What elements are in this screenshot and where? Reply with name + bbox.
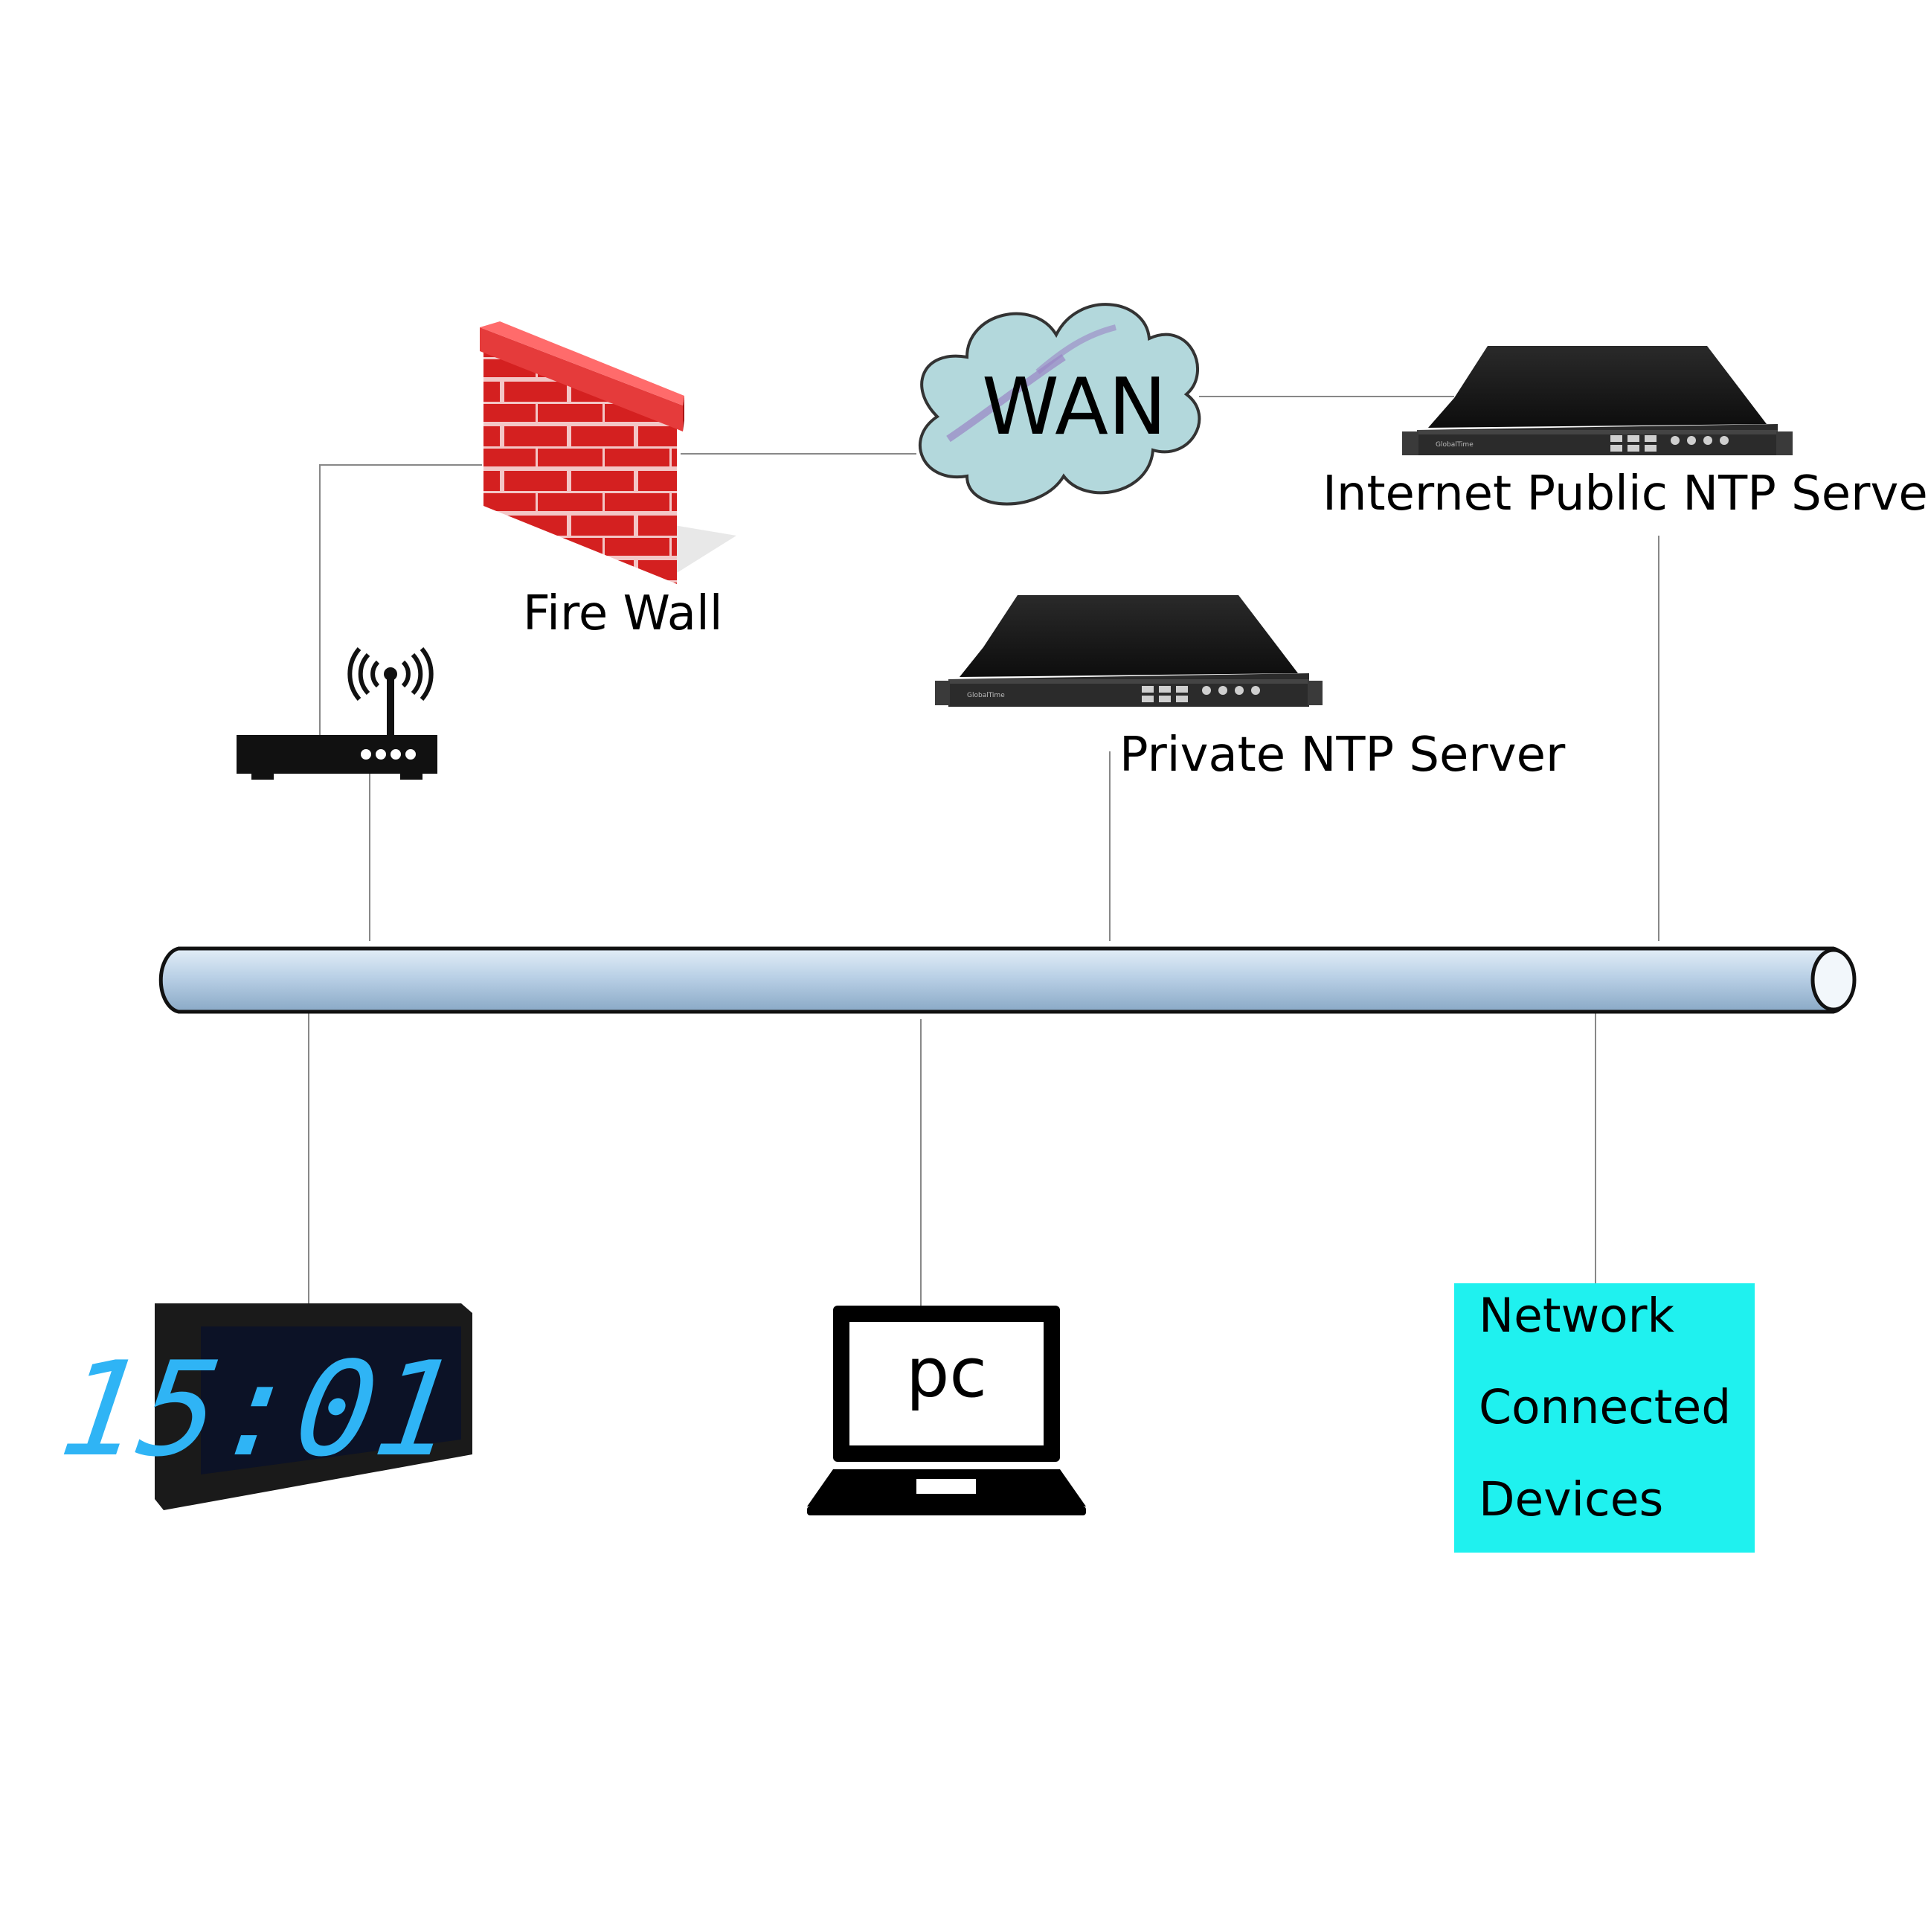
router-icon <box>237 649 437 780</box>
clock-icon: 15:01 <box>51 1303 472 1510</box>
server-icon: GlobalTime <box>1402 346 1793 455</box>
firewall-label: Fire Wall <box>523 590 723 638</box>
private-server-label: Private NTP Server <box>1119 731 1565 779</box>
network-backbone <box>161 949 1854 1012</box>
router-firewall-link <box>320 465 482 736</box>
internet-server-label: Internet Public NTP Server <box>1323 470 1928 518</box>
devices-label-line-3: Devices <box>1479 1476 1663 1523</box>
clock-time: 15:01 <box>51 1335 464 1486</box>
private-server-icon: GlobalTime <box>935 595 1323 707</box>
private-server-brand: GlobalTime <box>967 692 1005 699</box>
connector-lines <box>309 397 1659 1306</box>
server-brand: GlobalTime <box>1436 441 1474 449</box>
network-connected-devices-box: Network Connected Devices <box>1454 1283 1755 1553</box>
devices-label-line-2: Connected <box>1479 1384 1731 1431</box>
wan-label: WAN <box>982 368 1166 446</box>
devices-label-line-1: Network <box>1479 1292 1674 1339</box>
firewall-icon <box>480 321 736 584</box>
pc-label: pc <box>906 1339 987 1408</box>
